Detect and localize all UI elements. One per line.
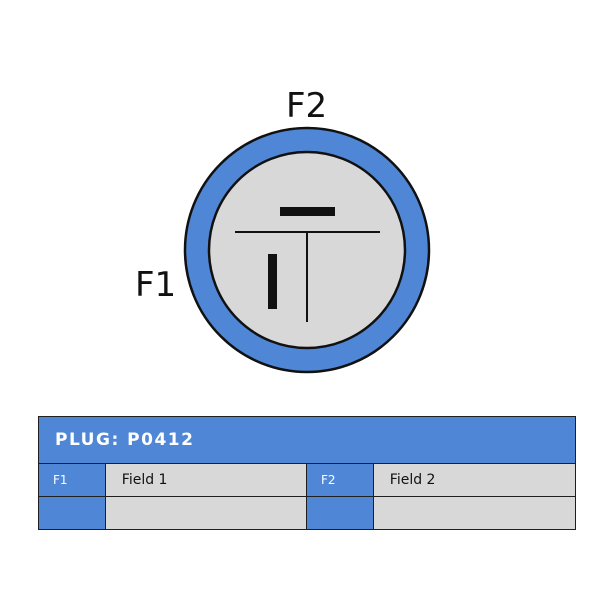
pin-description-cell: Field 1 (105, 464, 307, 496)
pin-id-cell: F2 (307, 464, 374, 496)
plug-title: PLUG: P0412 (39, 417, 575, 464)
pin-label-f2: F2 (286, 86, 327, 126)
pin-f2-terminal (280, 207, 335, 216)
legend-row (39, 496, 575, 529)
pin-label-f1: F1 (135, 265, 176, 305)
pin-id-cell (307, 497, 374, 529)
pin-id-cell (39, 497, 106, 529)
pin-description-cell (373, 497, 575, 529)
pin-f1-terminal (268, 254, 277, 309)
legend-row: F1 Field 1 F2 Field 2 (39, 464, 575, 496)
pin-description-cell: Field 2 (373, 464, 575, 496)
pin-id-cell: F1 (39, 464, 106, 496)
pin-legend-table: PLUG: P0412 F1 Field 1 F2 Field 2 (38, 416, 576, 530)
pin-description-cell (105, 497, 307, 529)
